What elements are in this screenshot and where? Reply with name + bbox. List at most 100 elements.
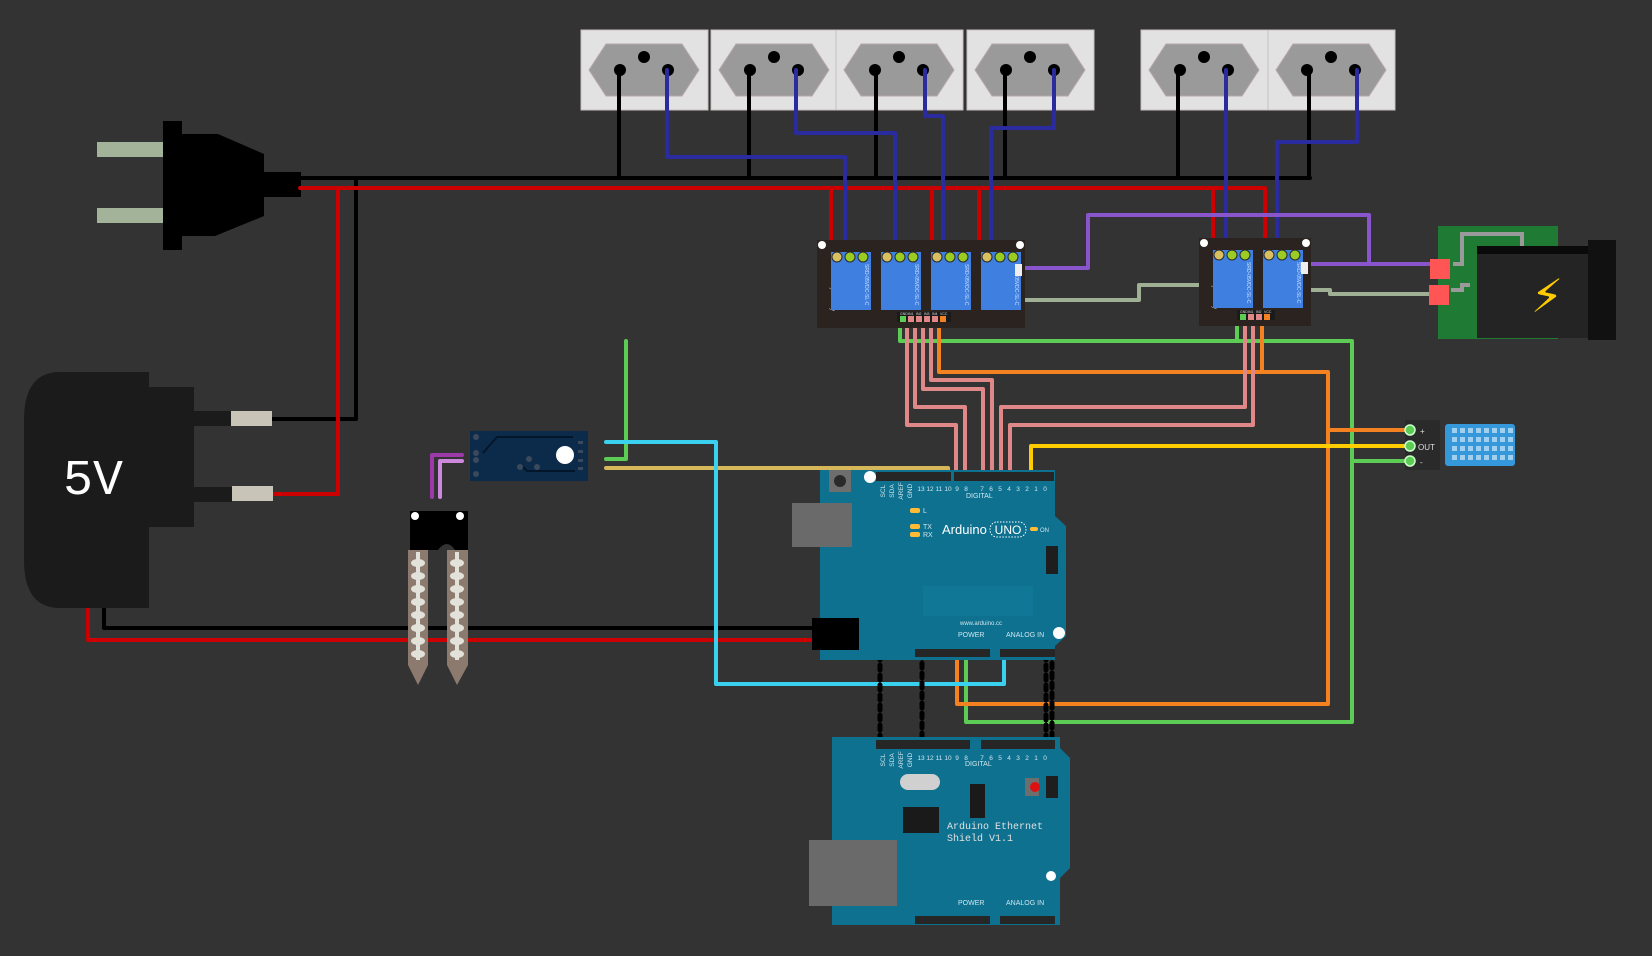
uno-dc-jack[interactable] (812, 618, 859, 650)
dht-pin-out[interactable] (1404, 440, 1416, 452)
relay-pin-vcc[interactable] (1264, 314, 1270, 320)
relay-pin-gnd[interactable] (1240, 314, 1246, 320)
plug-flange (163, 121, 182, 250)
lock-terminal-1[interactable] (1430, 259, 1450, 279)
relay-pin-gnd[interactable] (900, 316, 906, 322)
relay-pin-label: GND (1240, 310, 1248, 314)
relay-jumper[interactable] (1301, 262, 1308, 274)
wire-relay-in2[interactable] (913, 316, 967, 482)
uno-led-rx (910, 532, 920, 537)
wire-moisture-vcc[interactable] (604, 440, 1006, 686)
dht-vent (1484, 455, 1489, 460)
relay-pin-in4[interactable] (932, 316, 938, 322)
relay-pin-in3[interactable] (924, 316, 930, 322)
plug-cord-strain (264, 172, 301, 197)
wire-probe-a[interactable] (430, 453, 464, 499)
relay-screw-terminal[interactable] (1007, 251, 1019, 263)
relay-model-label: SRD-05VDC-SL-C (1245, 262, 1251, 304)
relay-screw-terminal[interactable] (931, 251, 943, 263)
dht-sensor[interactable]: + OUT - (1404, 420, 1515, 470)
relay-screw-terminal[interactable] (831, 251, 843, 263)
relay-screw-terminal[interactable] (907, 251, 919, 263)
wire-relay2-in2[interactable] (1008, 316, 1255, 482)
relay-pin-label: IN3 (924, 312, 930, 316)
moisture-pin-vcc[interactable] (578, 441, 583, 444)
wire-mains-live[interactable] (268, 186, 1267, 496)
relay-jumper[interactable] (1015, 264, 1022, 276)
probe-head (410, 511, 468, 550)
wire-lock-return[interactable] (1013, 283, 1432, 302)
relay-screw-terminal[interactable] (1276, 249, 1288, 261)
relay-screw-terminal[interactable] (844, 251, 856, 263)
dht-vent (1476, 437, 1481, 442)
relay-screw-terminal[interactable] (857, 251, 869, 263)
shield-header-power[interactable] (915, 916, 990, 924)
shield-header-digital-high[interactable] (876, 740, 970, 749)
wire-dht-data[interactable] (1029, 444, 1412, 482)
relay-screw-terminal[interactable] (1226, 249, 1238, 261)
relay-module-4ch[interactable]: Keyes SRlySRD-05VDC-SL-CSRD-05VDC-SL-CSR… (817, 240, 1025, 328)
shield-ethernet-jack[interactable] (809, 840, 897, 906)
relay-screw-terminal[interactable] (894, 251, 906, 263)
outlet-hole-earth (893, 51, 905, 63)
wire-relay-in4[interactable] (929, 316, 994, 482)
power-outlet[interactable] (966, 29, 1095, 111)
wire-lock-signal[interactable] (1013, 213, 1432, 270)
shield-header-analog[interactable] (1000, 916, 1055, 924)
power-adapter-5v[interactable]: 5V (24, 372, 273, 608)
ethernet-shield[interactable]: DIGITAL Arduino Ethernet Shield V1.1 POW… (809, 737, 1070, 925)
dht-vent (1484, 437, 1489, 442)
relay-pin-in2[interactable] (916, 316, 922, 322)
relay-screw-terminal[interactable] (944, 251, 956, 263)
shield-icsp-header[interactable] (1046, 776, 1058, 798)
relay-screw-terminal[interactable] (994, 251, 1006, 263)
wire-relay-in1[interactable] (905, 316, 958, 482)
relay-module-2ch[interactable]: Keyes SRlySRD-05VDC-SL-CSRD-05VDC-SL-CGN… (1199, 238, 1311, 326)
wire-adapter-gnd[interactable] (102, 606, 818, 630)
uno-header-analog[interactable] (1000, 649, 1055, 657)
relay-screw-terminal[interactable] (1213, 249, 1225, 261)
solenoid-lock[interactable]: ⚡ (1429, 226, 1616, 340)
wire-probe-b[interactable] (438, 459, 464, 499)
moisture-module[interactable] (470, 431, 588, 481)
power-outlet[interactable] (1267, 29, 1396, 111)
wire-gnd[interactable] (604, 316, 1412, 724)
moisture-pin-gnd[interactable] (578, 450, 583, 453)
wire-switched-live[interactable] (665, 68, 1359, 250)
wire-relay2-in1[interactable] (999, 316, 1247, 482)
relay-screw-terminal[interactable] (1263, 249, 1275, 261)
wire-relay-in3[interactable] (921, 316, 985, 482)
uno-header-digital-high[interactable] (876, 472, 951, 481)
wire-adapter-5v[interactable] (86, 606, 818, 642)
relay-pin-vcc[interactable] (940, 316, 946, 322)
dht-vent (1492, 437, 1497, 442)
relay-screw-terminal[interactable] (981, 251, 993, 263)
relay-pin-in1[interactable] (908, 316, 914, 322)
shield-header-digital-low[interactable] (981, 740, 1055, 749)
uno-header-digital-low[interactable] (954, 472, 1054, 481)
mains-plug[interactable] (97, 121, 301, 250)
relay-screw-terminal[interactable] (881, 251, 893, 263)
power-outlet[interactable] (835, 29, 964, 111)
moisture-pin-do[interactable] (578, 459, 583, 462)
power-outlet[interactable] (580, 29, 709, 111)
uno-header-power[interactable] (915, 649, 990, 657)
wire-mains-neutral[interactable] (268, 68, 1312, 421)
power-outlet[interactable] (710, 29, 839, 111)
power-outlet[interactable] (1140, 29, 1269, 111)
moisture-probe[interactable] (408, 511, 468, 685)
relay-screw-terminal[interactable] (1239, 249, 1251, 261)
moisture-pin-ao[interactable] (578, 467, 583, 470)
arduino-uno[interactable]: DIGITAL L TX RX Arduino UNO ON www.ardui… (792, 470, 1066, 660)
wire-vcc[interactable] (937, 316, 1412, 706)
uno-icsp-header[interactable] (1046, 546, 1058, 574)
relay-screw-terminal[interactable] (1289, 249, 1301, 261)
relay-pin-in1[interactable] (1248, 314, 1254, 320)
relay-pin-in2[interactable] (1256, 314, 1262, 320)
dht-pin-plus[interactable] (1404, 424, 1416, 436)
lock-terminal-2[interactable] (1429, 285, 1449, 305)
moisture-potentiometer[interactable] (556, 446, 574, 464)
dht-pin-minus[interactable] (1404, 455, 1416, 467)
uno-usb-port[interactable] (792, 503, 852, 547)
relay-screw-terminal[interactable] (957, 251, 969, 263)
